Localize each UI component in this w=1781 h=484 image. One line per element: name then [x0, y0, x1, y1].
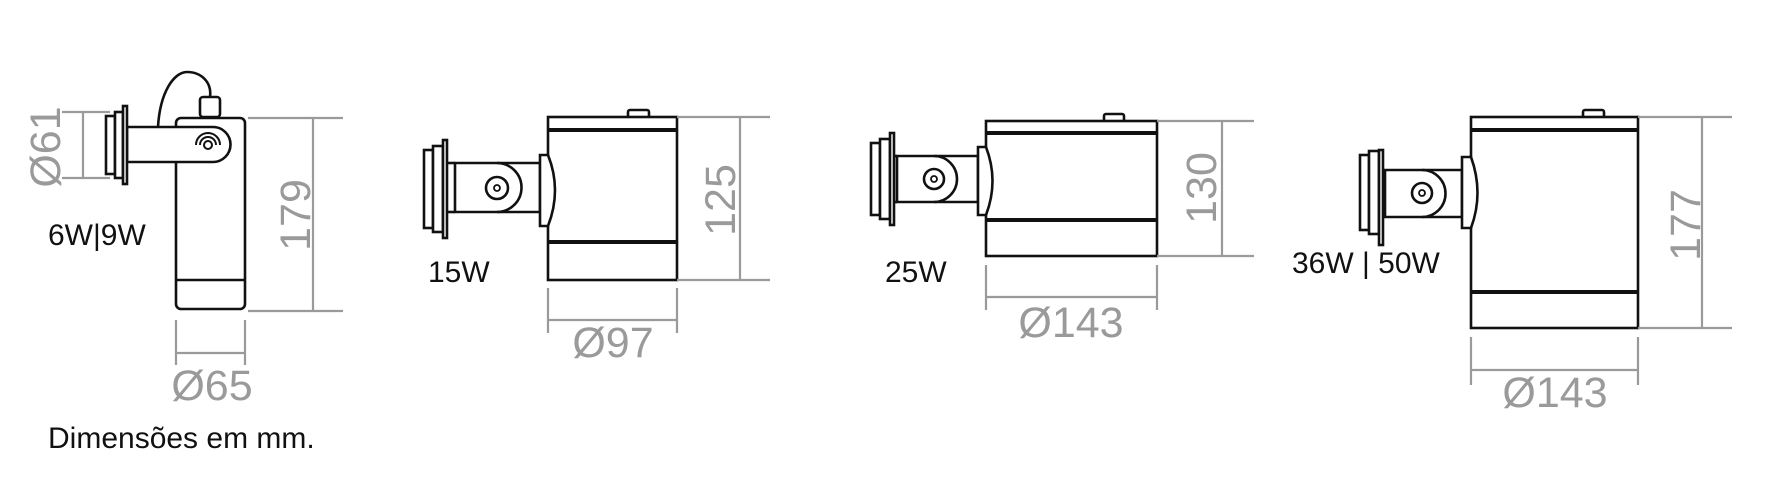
fixture-body — [984, 119, 1159, 258]
dimensions-fixture-4: 177 Ø143 36W | 50W — [1292, 115, 1732, 417]
mount-flange — [888, 131, 896, 227]
mount-arm — [453, 161, 542, 214]
sensor-icon — [195, 132, 221, 150]
pivot-bolt — [1410, 181, 1434, 205]
cable — [156, 70, 212, 128]
diameter-dimension-line — [546, 288, 679, 333]
height-dimension-line — [677, 115, 770, 282]
height-dimension-line — [1638, 115, 1732, 330]
fixture-body — [174, 116, 247, 311]
diameter-label: Ø143 — [1018, 299, 1123, 347]
mount-flange — [1377, 148, 1385, 247]
fixture-body — [1469, 115, 1640, 330]
diameter-label: Ø97 — [572, 319, 653, 367]
pivot-cap — [1460, 155, 1479, 230]
dimensions-fixture-2: 125 Ø97 15W — [428, 115, 770, 367]
mount-arm — [1383, 168, 1464, 219]
diameter-label: Ø143 — [1502, 369, 1607, 417]
height-label: 179 — [272, 179, 320, 251]
height-dimension-line — [248, 116, 343, 313]
diameter-label: Ø65 — [171, 362, 252, 410]
fixture-body — [546, 115, 679, 282]
pivot-bolt — [484, 175, 510, 201]
power-label: 6W|9W — [48, 219, 146, 252]
height-label: 177 — [1662, 189, 1710, 261]
power-label: 36W | 50W — [1292, 247, 1441, 280]
dimensions-fixture-3: 130 Ø143 25W — [885, 119, 1254, 347]
power-label: 25W — [885, 256, 947, 289]
mount-diameter-label: Ø61 — [22, 106, 70, 187]
mount-ring — [104, 114, 117, 176]
units-note: Dimensões em mm. — [48, 422, 315, 455]
diameter-dimension-line — [1469, 337, 1640, 385]
pivot-cap — [976, 145, 994, 217]
mount-flange — [441, 138, 449, 240]
height-dimension-line — [1157, 119, 1254, 258]
fixture-15w — [422, 108, 679, 282]
cable-gland — [198, 95, 222, 119]
diameter-dimension-line — [984, 265, 1159, 310]
mount-diameter-dimension-line — [62, 110, 110, 180]
fixture-6w-9w — [104, 70, 247, 311]
diameter-dimension-line — [174, 320, 247, 365]
dimensions-fixture-1: Ø61 179 Ø65 6W|9W — [22, 106, 343, 410]
pivot-bolt — [922, 167, 946, 191]
fixture-36w-50w — [1358, 108, 1640, 330]
fixture-25w — [869, 112, 1159, 258]
height-label: 130 — [1178, 152, 1226, 224]
mount-arm — [125, 125, 232, 164]
pivot-cap — [538, 153, 557, 228]
mount-flange — [121, 104, 129, 186]
power-label: 15W — [428, 256, 490, 289]
height-label: 125 — [697, 164, 745, 236]
